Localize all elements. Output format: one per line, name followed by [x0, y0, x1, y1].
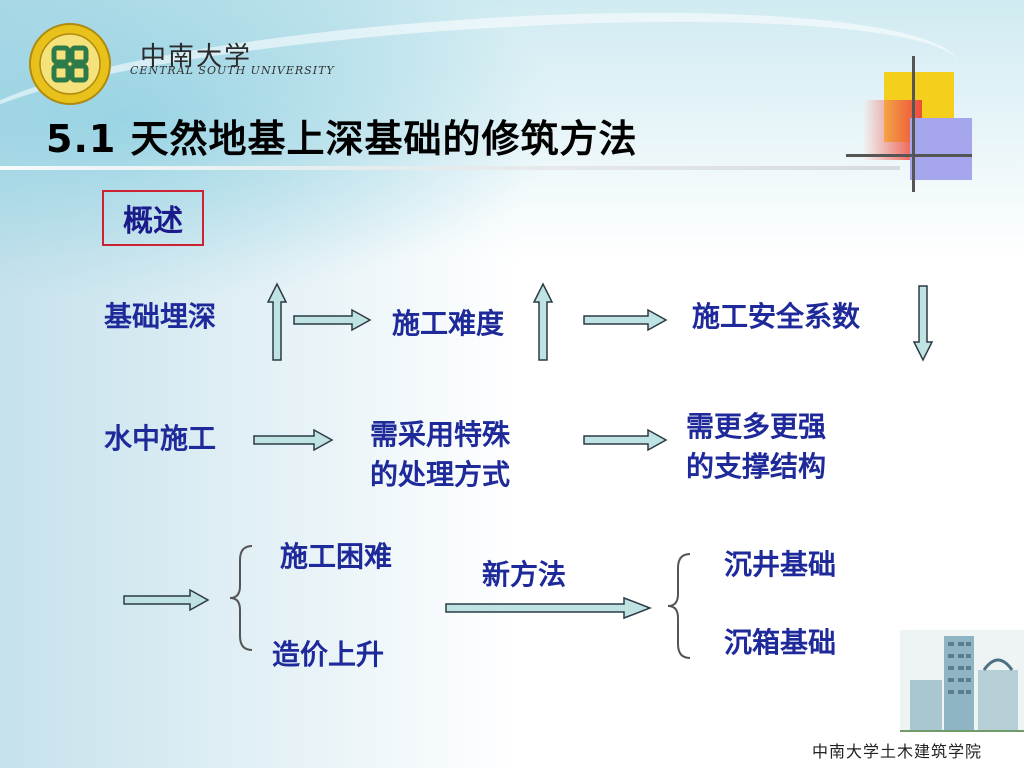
section-label: 概述 [102, 190, 204, 246]
row2-item-special-method-line1: 需采用特殊 [370, 418, 511, 451]
row3-problem-difficult-construction: 施工困难 [280, 540, 393, 573]
right-arrow-icon [123, 588, 210, 612]
campus-building-image [900, 630, 1024, 740]
row2-item-underwater-construction: 水中施工 [104, 422, 217, 455]
university-name: 中南大学 [140, 42, 253, 72]
title-underline [0, 166, 900, 170]
left-brace-icon [667, 553, 691, 659]
left-brace-icon [229, 545, 253, 651]
up-arrow-icon [266, 282, 288, 361]
footer-school-name: 中南大学土木建筑学院 [770, 732, 1024, 768]
right-arrow-icon [293, 308, 372, 332]
row2-item-stronger-support-line1: 需更多更强 [686, 410, 827, 443]
decor-vertical-line [912, 56, 915, 192]
row1-item-safety-factor: 施工安全系数 [692, 300, 861, 333]
right-arrow-icon [253, 428, 334, 452]
row3-solution-pneumatic-caisson: 沉箱基础 [724, 626, 837, 659]
right-arrow-icon [583, 428, 668, 452]
long-right-arrow-icon [445, 596, 652, 620]
right-arrow-icon [583, 308, 668, 332]
university-logo [29, 23, 111, 105]
university-name-en: CENTRAL SOUTH UNIVERSITY [130, 64, 335, 77]
up-arrow-icon [532, 282, 554, 361]
slide-title: 5.1 天然地基上深基础的修筑方法 [46, 117, 638, 161]
decor-square-blue [910, 118, 972, 180]
row3-new-method-label: 新方法 [482, 558, 567, 591]
row1-item-burial-depth: 基础埋深 [104, 300, 217, 333]
row3-solution-open-caisson: 沉井基础 [724, 548, 837, 581]
row3-problem-cost-increase: 造价上升 [272, 638, 385, 671]
row1-item-construction-difficulty: 施工难度 [392, 307, 505, 340]
row2-item-special-method-line2: 的处理方式 [370, 458, 511, 491]
down-arrow-icon [912, 285, 934, 362]
row2-item-stronger-support-line2: 的支撑结构 [686, 450, 827, 483]
decor-horizontal-line [846, 154, 972, 157]
